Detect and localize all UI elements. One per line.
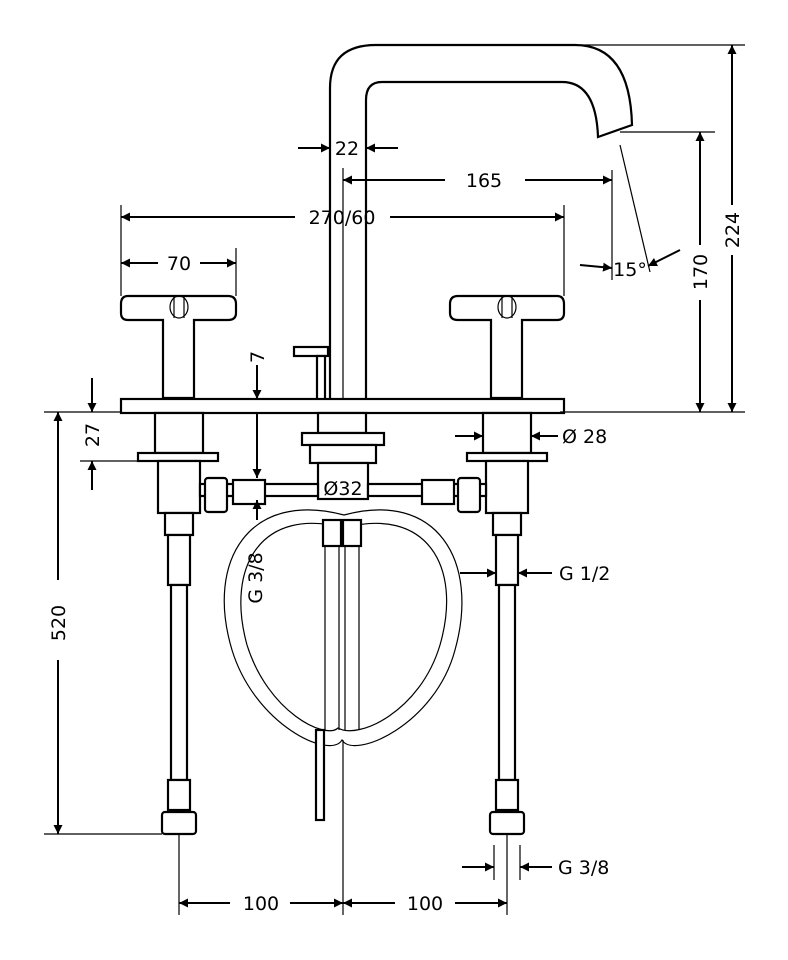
faucet-body	[119, 43, 634, 415]
dim-27-label: 27	[82, 423, 104, 447]
dimension-labels: 22 165 270/60 70 15° 170 224 7 27 Ø 28 Ø…	[48, 138, 744, 915]
deck-plate	[119, 397, 566, 415]
dim-100-left-label: 100	[243, 893, 279, 915]
pop-up-lever	[292, 345, 330, 358]
flexible-hose-loop	[223, 509, 463, 747]
thread-g-3-8-bottom-label: G 3/8	[558, 857, 609, 879]
dim-15-degree-label: 15°	[613, 259, 647, 281]
dim-165-label: 165	[466, 170, 502, 192]
dimension-lines	[53, 45, 737, 908]
dim-70-label: 70	[167, 253, 191, 275]
left-cross-handle	[119, 294, 238, 400]
pop-up-stem	[315, 354, 327, 402]
dim-32-label: Ø32	[323, 478, 362, 500]
extension-lines	[44, 44, 745, 915]
under-deck-assembly	[136, 411, 549, 836]
dim-520-label: 520	[48, 605, 70, 641]
dim-270-60-label: 270/60	[309, 207, 376, 229]
right-cross-handle	[448, 294, 566, 400]
thread-g-1-2-label: G 1/2	[559, 563, 610, 585]
spout	[328, 43, 634, 402]
thread-g-3-8-left-label: G 3/8	[245, 552, 267, 603]
dim-170-label: 170	[690, 254, 712, 290]
dim-100-right-label: 100	[407, 893, 443, 915]
dim-224-label: 224	[722, 212, 744, 248]
dim-28-label: Ø 28	[562, 426, 607, 448]
dim-22-label: 22	[335, 138, 359, 160]
dim-7-label: 7	[247, 351, 269, 363]
